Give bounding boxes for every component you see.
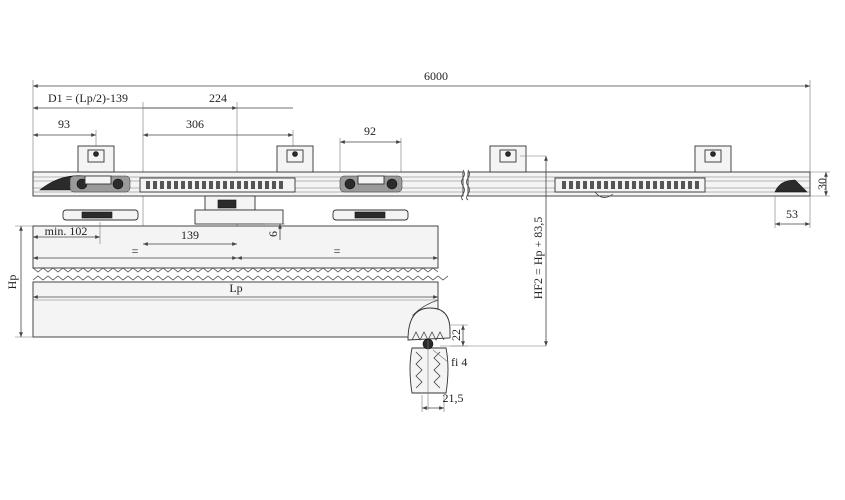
label-total-length: 6000 — [424, 69, 448, 83]
end-stop-right — [774, 179, 808, 193]
label-eq-left: = — [132, 244, 139, 258]
bottom-profile-detail: 22 fi 4 21,5 — [407, 307, 468, 412]
label-fi4: fi 4 — [451, 355, 467, 369]
carriages — [39, 175, 808, 221]
label-306: 306 — [186, 117, 204, 131]
bracket-4 — [694, 145, 732, 173]
label-6: 6 — [266, 231, 280, 237]
label-30: 30 — [815, 178, 829, 190]
label-hp: Hp — [5, 275, 19, 290]
dimension-total-length: 6000 — [32, 69, 811, 172]
label-d1-formula: D1 = (Lp/2)-139 — [48, 91, 128, 105]
label-22: 22 — [449, 329, 463, 341]
drive-left — [139, 177, 296, 225]
label-224: 224 — [209, 91, 227, 105]
label-hf2: HF2 = Hp + 83,5 — [531, 217, 545, 300]
label-53: 53 — [786, 207, 798, 221]
label-21-5: 21,5 — [443, 391, 464, 405]
label-92: 92 — [364, 124, 376, 138]
label-min102: min. 102 — [45, 224, 88, 238]
drive-right — [554, 177, 706, 198]
dimension-hp: Hp — [5, 225, 33, 338]
label-139: 139 — [181, 228, 199, 242]
dimension-equal: = = — [33, 244, 438, 260]
dimension-139: 139 — [143, 228, 237, 246]
label-93: 93 — [58, 117, 70, 131]
label-lp: Lp — [229, 281, 242, 295]
dimension-6: 6 — [265, 223, 285, 240]
dimension-92: 92 — [339, 124, 402, 175]
bracket-2 — [276, 145, 314, 173]
dimension-lp: Lp — [33, 281, 438, 299]
dimension-53: 53 — [774, 196, 811, 228]
carriage-middle — [332, 175, 409, 221]
drive-units — [139, 177, 706, 225]
dimension-30: 30 — [810, 171, 830, 197]
bracket-3 — [489, 145, 527, 173]
mounting-brackets — [77, 145, 732, 173]
carriage-left — [39, 175, 139, 221]
curtain-panel — [32, 225, 449, 338]
bracket-1 — [77, 145, 115, 173]
label-eq-right: = — [334, 244, 341, 258]
dimension-min102: min. 102 — [33, 222, 101, 244]
